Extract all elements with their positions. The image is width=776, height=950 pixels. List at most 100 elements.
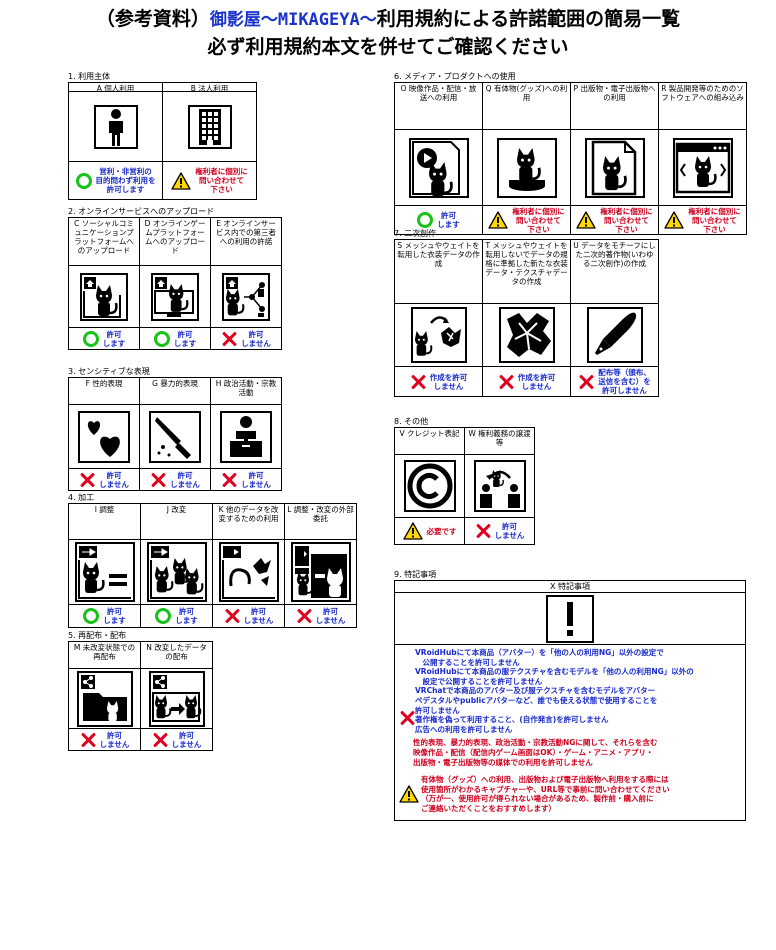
rule-verdict: 営利・非営利の 目的問わず利用を 許可します (69, 162, 162, 200)
section-usage-subject: 1. 利用主体 A 個人利用 営利・非営利の 目的問わず利用を 許可します B … (68, 72, 257, 200)
adjust-icon (74, 542, 135, 602)
rule-icon-cell (211, 405, 281, 469)
mesh-convert-icon (410, 307, 467, 363)
verdict-text: 許可 しません (170, 470, 200, 489)
rule-verdict: 権利者に個別に 問い合わせて 下さい (483, 206, 570, 235)
rule-icon-cell (571, 130, 658, 206)
rule-verdict: 許可 しません (211, 469, 281, 491)
ok-circle-icon (153, 330, 170, 347)
rule-label: F 性的表現 (69, 378, 139, 405)
rule-verdict: 許可 しません (213, 605, 284, 628)
outsource-icon (290, 542, 351, 602)
rule-label: D オンラインゲームプラットフォームへのアップロード (140, 218, 210, 266)
rule-verdict: 許可 します (69, 328, 139, 350)
verdict-text: 権利者に個別に 問い合わせて 下さい (195, 167, 248, 194)
rule-icon-cell (69, 92, 162, 162)
rule-icon-cell (395, 455, 464, 518)
verdict-text: 許可 しません (171, 730, 202, 749)
rule-verdict: 作成を許可 しません (395, 367, 482, 397)
rule-verdict: 許可 しません (69, 469, 139, 491)
special-notes-red: 性的表現、暴力的表現、政治活動・宗教活動NGに関して、それらを含む 映像作品・配… (413, 738, 658, 767)
software-icon (672, 137, 733, 198)
rule-icon-cell (395, 130, 482, 206)
ng-cross-icon (150, 472, 166, 488)
verdict-text: 許可 します (437, 211, 460, 229)
rule-label: A 個人利用 (69, 83, 162, 92)
rule-icon-cell (163, 92, 256, 162)
verdict-text: 許可 します (102, 329, 126, 348)
section-online-upload: 2. オンラインサービスへのアップロード C ソーシャルコミュニケーションプラッ… (68, 207, 282, 350)
ok-circle-icon (75, 172, 92, 189)
rule-icon-cell (69, 669, 140, 729)
rule-icon-cell (140, 405, 210, 469)
rule-cell: B 法人利用 権利者に個別に 問い合わせて 下さい (163, 83, 257, 200)
verdict-text: 許可 します (103, 607, 126, 625)
verdict-text: 許可 しません (241, 470, 271, 489)
rule-label: Q 有体物(グッズ)への利用 (483, 83, 570, 130)
warning-icon (171, 171, 191, 190)
rule-verdict: 作成を許可 しません (483, 367, 570, 397)
rule-icon-cell (69, 266, 139, 328)
ok-circle-icon (417, 212, 434, 228)
rule-icon-cell (213, 540, 284, 605)
section-title: 5. 再配布・配布 (68, 631, 127, 640)
rule-cell: A 個人利用 営利・非営利の 目的問わず利用を 許可します (69, 83, 163, 200)
verdict-text: 許可 します (175, 607, 198, 625)
ng-icon (399, 710, 415, 726)
rule-cell: I 調整 許可 します (69, 504, 141, 628)
rule-verdict: 許可 しません (465, 518, 534, 545)
verdict-text: 許可 しません (99, 730, 130, 749)
verdict-text: 許可 しません (315, 607, 346, 625)
rule-cell: L 調整・改変の外部委託 許可 しません (285, 504, 357, 628)
cat-transform-icon (218, 542, 279, 602)
rule-cell: P 出版物・電子出版物への利用 権利者に個別に 問い合わせて 下さい (571, 83, 659, 235)
ng-cross-icon (475, 523, 491, 539)
verdict-text: 許可 しません (494, 522, 525, 540)
rule-icon-cell (395, 304, 482, 367)
rule-icon-cell (211, 266, 281, 328)
verdict-text: 営利・非営利の 目的問わず利用を 許可します (95, 167, 156, 194)
page-title: （参考資料）御影屋〜MIKAGEYA〜利用規約による許諾範囲の簡易一覧 (95, 8, 681, 30)
rule-cell: E オンラインサービス内での第三者への利用の許諾 許可 しません (211, 218, 282, 350)
section-title: 9. 特記事項 (394, 570, 437, 579)
rule-label: H 政治活動・宗教活動 (211, 378, 281, 405)
special-notes-header: X 特記事項 (395, 581, 745, 593)
game-upload-icon (151, 272, 199, 321)
rule-verdict: 許可 しません (140, 469, 210, 491)
rule-icon-cell (571, 304, 658, 367)
rule-label: C ソーシャルコミュニケーションプラットフォームへのアップロード (69, 218, 139, 266)
ng-cross-icon (221, 331, 237, 347)
share-modified-icon (148, 670, 205, 727)
third-party-icon (222, 272, 270, 321)
rule-cell: J 改変 許可 します (141, 504, 213, 628)
rule-verdict: 必要です (395, 518, 464, 545)
verdict-text: 許可 しません (241, 329, 271, 348)
special-notes-warning: 有体物（グッズ）への利用、出版物および電子出版物へ利用をする際には 使用箇所がわ… (421, 775, 670, 813)
rule-icon-cell (659, 130, 746, 206)
rule-icon-cell (69, 405, 139, 469)
section-processing: 4. 加工 I 調整 許可 します J 改変 許可 します K 他のデータを改変… (68, 493, 357, 628)
rule-label: K 他のデータを改変するための利用 (213, 504, 284, 540)
rule-icon-cell (483, 130, 570, 206)
rule-cell: H 政治活動・宗教活動 許可 しません (211, 378, 282, 491)
hearts-icon (78, 410, 130, 463)
rule-verdict: 許可 しません (141, 729, 212, 751)
rule-cell: C ソーシャルコミュニケーションプラットフォームへのアップロード 許可 します (69, 218, 140, 350)
rule-cell: F 性的表現 許可 しません (69, 378, 140, 491)
section-redistribution: 5. 再配布・配布 M 未改変状態での再配布 許可 しません N 改変したデータ… (68, 631, 213, 751)
section-special-notes: 9. 特記事項 X 特記事項 VRoidHubにて本商品（アバター）を「他の人の… (394, 569, 746, 821)
rule-verdict: 許可 します (141, 605, 212, 628)
rule-verdict: 権利者に個別に 問い合わせて 下さい (571, 206, 658, 235)
verdict-text: 許可 しません (99, 470, 129, 489)
rule-label: B 法人利用 (163, 83, 256, 92)
rule-label: W 権利義務の譲渡等 (465, 428, 534, 455)
verdict-text: 配布等（頒布、 送信を含む）を 許可しません (598, 368, 651, 395)
rule-cell: U データをモチーフにした二次的著作物(いわゆる二次創作)の作成 配布等（頒布、… (571, 240, 659, 397)
rule-verdict: 許可 します (395, 206, 482, 235)
rule-label: P 出版物・電子出版物への利用 (571, 83, 658, 130)
rule-cell: G 暴力的表現 許可 しません (140, 378, 211, 491)
rule-icon-cell (141, 540, 212, 605)
video-icon (408, 137, 469, 198)
ng-cross-icon (79, 472, 95, 488)
copyright-icon (403, 460, 456, 512)
